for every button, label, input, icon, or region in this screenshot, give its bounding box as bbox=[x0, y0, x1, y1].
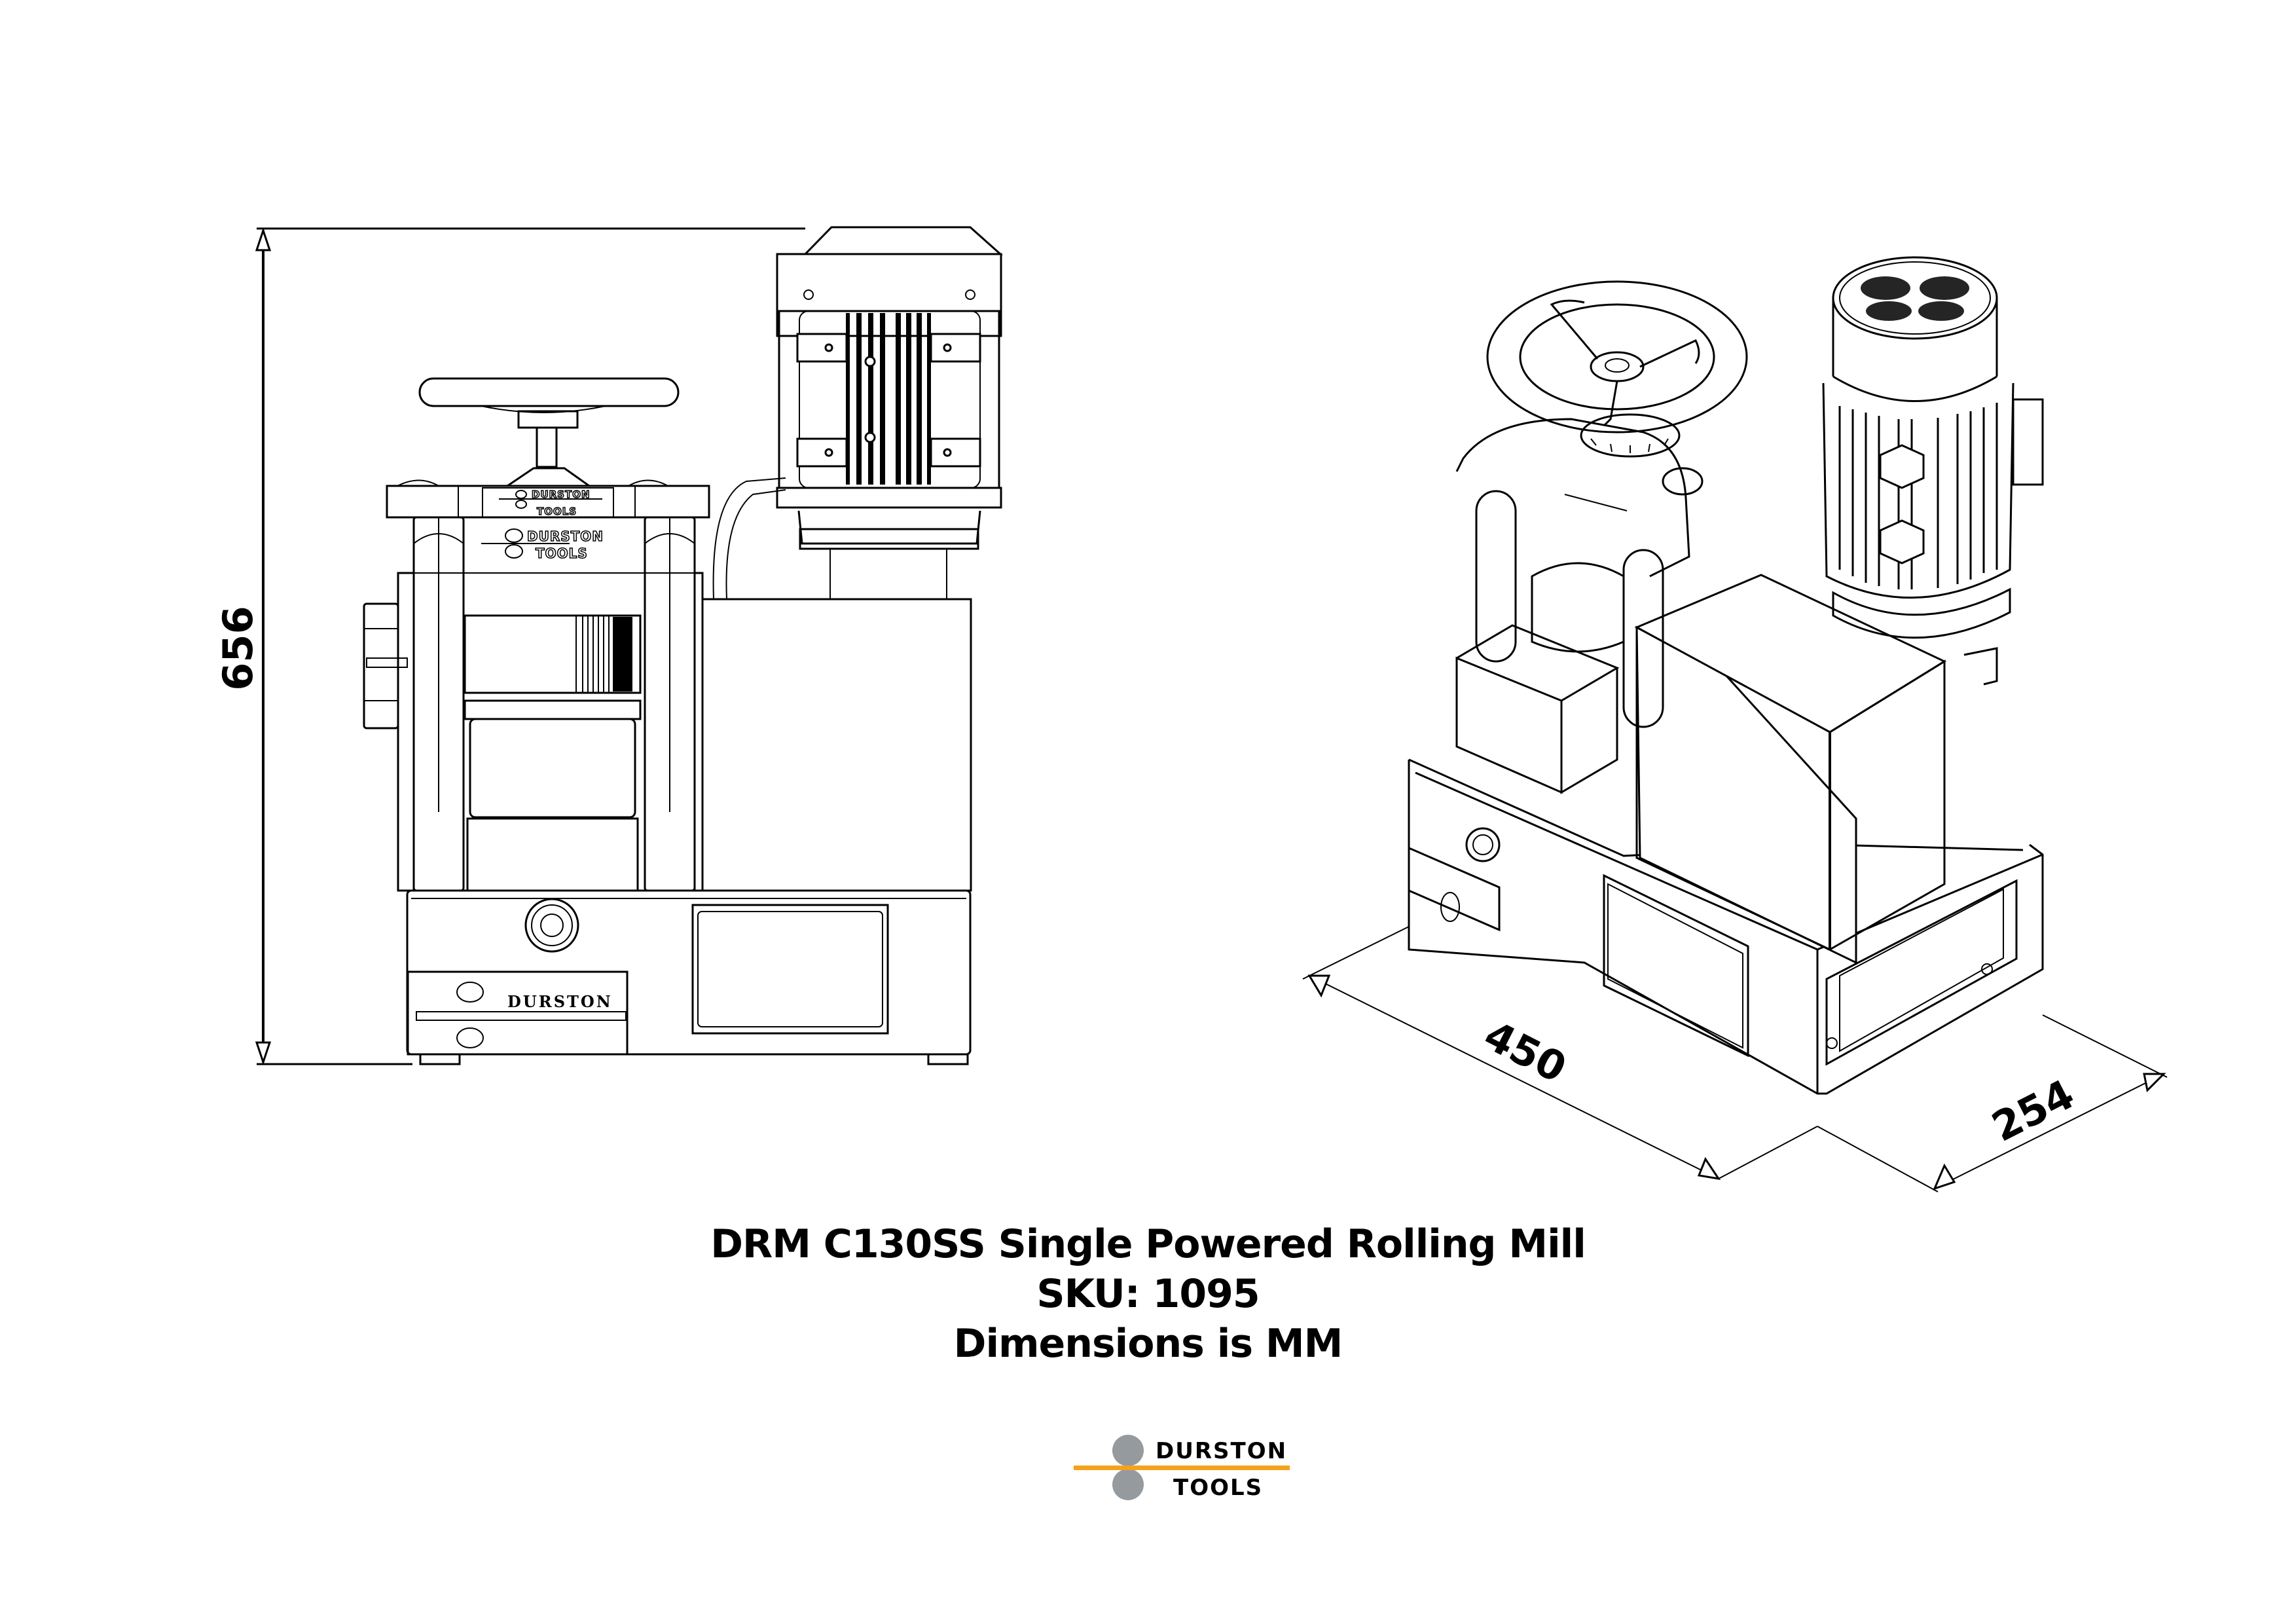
frame-label-plate: DURSTON TOOLS bbox=[481, 528, 604, 562]
depth-dimension: 254 bbox=[1817, 1014, 2168, 1192]
height-dimension-label: 656 bbox=[214, 606, 262, 690]
front-view-drawing: DURSTON TOOLS DURSTON TOOLS bbox=[214, 226, 1003, 1065]
crossbar-label-durston: DURSTON bbox=[532, 489, 591, 500]
title-block: DRM C130SS Single Powered Rolling Mill S… bbox=[0, 1219, 2296, 1369]
iso-motor bbox=[1822, 256, 2044, 686]
isometric-view: 450 254 bbox=[1244, 229, 2226, 1211]
iso-cover-box bbox=[1634, 574, 1947, 965]
frame-label-durston: DURSTON bbox=[527, 528, 604, 544]
sku-label: SKU: 1095 bbox=[1036, 1271, 1260, 1317]
iso-handwheel bbox=[1486, 280, 1748, 458]
drawing-title: DRM C130SS Single Powered Rolling Mill bbox=[710, 1221, 1586, 1267]
motor-cable bbox=[712, 477, 786, 600]
logo-text-tools: TOOLS bbox=[1173, 1475, 1263, 1501]
side-gearbox bbox=[363, 602, 408, 729]
base-plate-label: DURSTON bbox=[507, 992, 613, 1011]
rolls bbox=[464, 614, 642, 892]
front-view: DURSTON TOOLS DURSTON TOOLS bbox=[0, 0, 1048, 1113]
iso-base bbox=[1408, 758, 2044, 1095]
isometric-view-drawing: 450 254 bbox=[1302, 256, 2168, 1192]
frame-columns bbox=[397, 516, 704, 892]
width-dimension-label: 450 bbox=[1477, 1011, 1574, 1092]
logo-graphic: DURSTON TOOLS bbox=[1074, 1435, 1296, 1501]
handwheel bbox=[418, 377, 680, 487]
machine-base: DURSTON bbox=[406, 889, 972, 1065]
frame-label-tools: TOOLS bbox=[536, 545, 588, 561]
iso-roll-housing bbox=[1455, 418, 1704, 794]
crossbar-label-tools: TOOLS bbox=[537, 506, 577, 517]
durston-tools-logo: DURSTON TOOLS bbox=[1054, 1424, 1296, 1503]
motor bbox=[776, 226, 1003, 599]
logo-top-roller-icon bbox=[1112, 1435, 1144, 1466]
units-note: Dimensions is MM bbox=[953, 1321, 1343, 1367]
logo-text-durston: DURSTON bbox=[1156, 1438, 1287, 1464]
logo-accent-bar bbox=[1074, 1466, 1296, 1470]
logo-bottom-roller-icon bbox=[1112, 1469, 1144, 1500]
drive-cover-box bbox=[701, 598, 972, 892]
height-dimension bbox=[255, 227, 805, 1065]
top-crossbar: DURSTON TOOLS bbox=[386, 479, 710, 519]
